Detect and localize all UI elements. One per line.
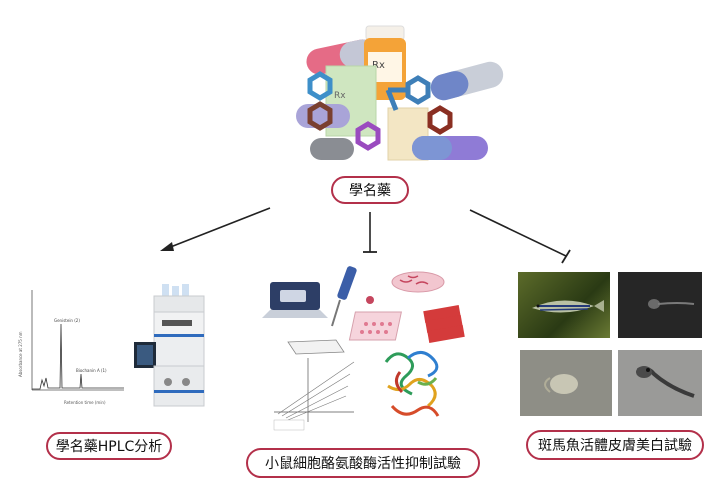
tyrosinase-assay-illustration (262, 266, 465, 431)
kinetics-plot (273, 358, 355, 431)
zebrafish-label: 斑馬魚活體皮膚美白試驗 (526, 430, 704, 460)
chromatogram-ylabel: Absorbance at 275 nm (18, 331, 23, 377)
capsule-blue-gray (430, 61, 504, 101)
rx-text-2: Rx (334, 91, 346, 101)
chromatogram-xlabel: Retention time (min) (64, 400, 106, 405)
pipette (331, 266, 357, 327)
culture-flasks (423, 304, 465, 344)
chromatogram-trace (32, 323, 124, 390)
peak1-label: Genistein (2) (54, 318, 80, 323)
generic-drug-illustration: Rx Rx (296, 25, 504, 161)
cell-assay-label: 小鼠細胞酪氨酸酶活性抑制試驗 (246, 448, 480, 478)
capsule-purple (412, 136, 488, 160)
arrow-to-hplc (160, 207, 271, 251)
inhibit-to-zebrafish (469, 209, 571, 264)
zebrafish-photo-larva-3 (618, 350, 702, 416)
inhibit-to-cell-assay (363, 212, 377, 253)
hplc-instrument (134, 284, 205, 407)
well-plate (348, 311, 402, 341)
hplc-label-text: 學名藥HPLC分析 (55, 439, 163, 455)
zebrafish-photo-larva-2 (520, 350, 612, 416)
center-label: 學名藥 (331, 176, 409, 204)
molecule-rings (307, 71, 453, 151)
hplc-label: 學名藥HPLC分析 (46, 432, 172, 460)
plate-reader (262, 282, 328, 318)
zebrafish-photo-adult (518, 272, 610, 338)
cell-assay-label-text: 小鼠細胞酪氨酸酶活性抑制試驗 (265, 456, 461, 472)
tyrosinase-protein-structure (384, 351, 440, 417)
pill-gray (310, 138, 354, 160)
petri-dish (391, 271, 445, 293)
center-label-text: 學名藥 (349, 183, 391, 199)
sample-tray (287, 339, 345, 355)
zebrafish-label-text: 斑馬魚活體皮膚美白試驗 (538, 438, 692, 454)
peak2-label: Biochanin A (1) (76, 368, 107, 373)
zebrafish-photo-larva-1 (618, 272, 702, 338)
rx-text: Rx (372, 60, 385, 71)
hplc-chromatogram: Absorbance at 275 nm Retention time (min… (18, 290, 124, 405)
